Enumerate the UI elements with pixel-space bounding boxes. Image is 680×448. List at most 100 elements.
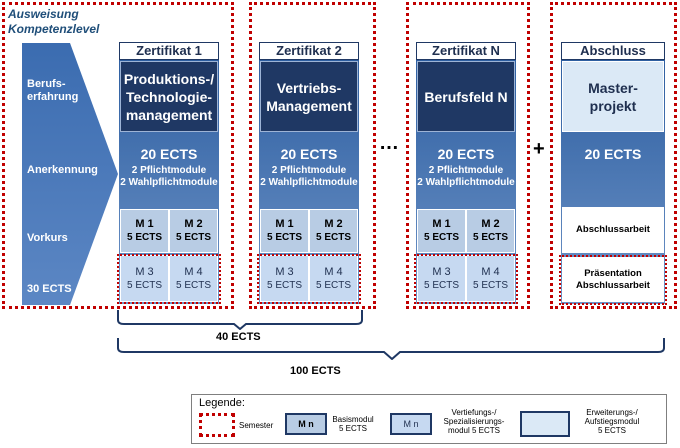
legend-basis-mn: M n [298, 419, 314, 429]
praesentation-box: Präsentation Abschlussarbeit [562, 257, 664, 302]
cert-name-2-line1: Vertriebs- [276, 79, 342, 96]
semester-frame-small [257, 254, 361, 304]
legend-semester-swatch [199, 413, 235, 437]
semester-frame-n [406, 2, 530, 309]
cert-sub-n: 2 Pflichtmodule 2 Wahlpflichtmodule [416, 165, 516, 189]
label-berufs: Berufs- [27, 78, 66, 90]
abschluss-header: Abschluss [561, 42, 665, 60]
cert-pflicht-1: 2 Pflichtmodule [131, 165, 207, 176]
module-label: M 2 [324, 218, 343, 230]
praesentation-line2: Abschlussarbeit [576, 279, 650, 291]
module-label: M 4 [481, 265, 500, 278]
module-ects: 5 ECTS [472, 279, 508, 291]
cert-name-n-line1: Berufsfeld N [424, 88, 508, 105]
cert-name-n: Berufsfeld N [417, 61, 515, 132]
module-ects: 5 ECTS [315, 232, 351, 243]
legend-basis-line1: Basismodul [332, 415, 374, 424]
module-label: M 3 [432, 265, 451, 278]
cert-sub-1: 2 Pflichtmodule 2 Wahlpflichtmodule [119, 165, 219, 189]
competence-title: Ausweisung Kompetenzlevel [8, 7, 118, 37]
semester-frame-small [559, 255, 667, 305]
module-label: M 4 [324, 265, 343, 278]
cert-pflicht-2: 2 Pflichtmodule [271, 165, 347, 176]
module-box: M 4 5 ECTS [169, 255, 218, 302]
module-label: M 1 [432, 218, 451, 230]
module-label: M 1 [135, 218, 154, 230]
module-label: M 1 [275, 218, 294, 230]
semester-frame-small [414, 254, 518, 304]
legend-erw-line1: Erweiterungs-/ [586, 408, 638, 417]
label-berufserfahrung: Berufs- erfahrung [27, 78, 97, 104]
module-ects: 5 ECTS [175, 279, 211, 291]
abschluss-name: Master- projekt [562, 61, 664, 132]
module-label: M 4 [184, 265, 203, 278]
module-box: M 2 5 ECTS [169, 209, 218, 253]
cert-wahlpflicht-2: 2 Wahlpflichtmodule [260, 177, 358, 188]
legend-basis-swatch: M n [285, 413, 327, 435]
cert-pflicht-n: 2 Pflichtmodule [428, 165, 504, 176]
semester-frame-2 [249, 2, 376, 309]
label-vorkurs: Vorkurs [27, 232, 68, 244]
cert-wahlpflicht-n: 2 Wahlpflichtmodule [417, 177, 515, 188]
module-box: M 3 5 ECTS [417, 255, 466, 302]
competence-arrow [22, 43, 118, 305]
cert-ects-1: 20 ECTS [140, 146, 198, 162]
competence-title-line2: Kompetenzlevel [8, 22, 100, 36]
module-ects: 5 ECTS [126, 232, 162, 243]
module-box: M 3 5 ECTS [120, 255, 169, 302]
module-ects: 5 ECTS [175, 232, 211, 243]
legend-erw-swatch [520, 411, 570, 437]
bracket-40-ects [117, 310, 363, 330]
cert-ects-2: 20 ECTS [280, 146, 338, 162]
module-ects: 5 ECTS [266, 232, 302, 243]
module-box: M 1 5 ECTS [260, 209, 309, 253]
cert-name-1: Produktions-/ Technologie- management [120, 61, 218, 132]
legend-spec-swatch: M n [390, 413, 432, 435]
cert-header-1: Zertifikat 1 [119, 42, 219, 60]
label-30-ects: 30 ECTS [27, 283, 72, 295]
label-erfahrung: erfahrung [27, 91, 79, 103]
legend-erw-line2: Aufstiegsmodul [584, 417, 640, 426]
module-label: M 2 [184, 218, 203, 230]
cert-name-2-line2: Management [266, 97, 352, 114]
module-label: M 3 [135, 265, 154, 278]
module-box: M 4 5 ECTS [309, 255, 358, 302]
legend-erw-label: Erweiterungs-/ Aufstiegsmodul 5 ECTS [574, 408, 650, 435]
semester-frame-abschluss [550, 2, 677, 309]
label-anerkennung: Anerkennung [27, 164, 98, 176]
module-label: M 3 [275, 265, 294, 278]
module-box: M 2 5 ECTS [309, 209, 358, 253]
module-box: M 1 5 ECTS [417, 209, 466, 253]
bracket-100-ects [117, 338, 665, 360]
legend-spec-label: Vertiefungs-/ Spezialisierungs- modul 5 … [436, 408, 512, 435]
abschluss-name-line1: Master- [588, 79, 638, 96]
cert-name-1-line1: Produktions-/ [123, 70, 215, 87]
ellipsis-separator: … [379, 132, 399, 154]
legend-spec-line1: Vertiefungs-/ [451, 408, 497, 417]
module-ects: 5 ECTS [472, 232, 508, 243]
label-100-ects: 100 ECTS [290, 365, 341, 377]
semester-frame-left [2, 2, 234, 309]
cert-name-2: Vertriebs- Management [260, 61, 358, 132]
cert-name-1-line3: management [125, 106, 213, 123]
module-box: M 1 5 ECTS [120, 209, 169, 253]
abschluss-name-line2: projekt [589, 97, 637, 114]
abschluss-arbeit-box: Abschlussarbeit [562, 207, 664, 253]
praesentation-line1: Präsentation [584, 267, 642, 279]
module-ects: 5 ECTS [266, 279, 302, 291]
module-ects: 5 ECTS [423, 232, 459, 243]
legend-erw-line3: 5 ECTS [597, 426, 626, 435]
module-ects: 5 ECTS [315, 279, 351, 291]
cert-ects-n: 20 ECTS [437, 146, 495, 162]
module-ects: 5 ECTS [126, 279, 162, 291]
cert-name-1-line2: Technologie- [125, 88, 213, 105]
abschluss-ects: 20 ECTS [584, 146, 642, 162]
plus-separator: + [533, 138, 545, 160]
semester-frame-small [117, 254, 221, 304]
cert-header-2: Zertifikat 2 [259, 42, 359, 60]
legend-basis-line2: 5 ECTS [338, 424, 367, 433]
legend-semester-label: Semester [239, 421, 274, 430]
cert-wahlpflicht-1: 2 Wahlpflichtmodule [120, 177, 218, 188]
cert-header-n: Zertifikat N [416, 42, 516, 60]
label-40-ects: 40 ECTS [216, 331, 261, 343]
